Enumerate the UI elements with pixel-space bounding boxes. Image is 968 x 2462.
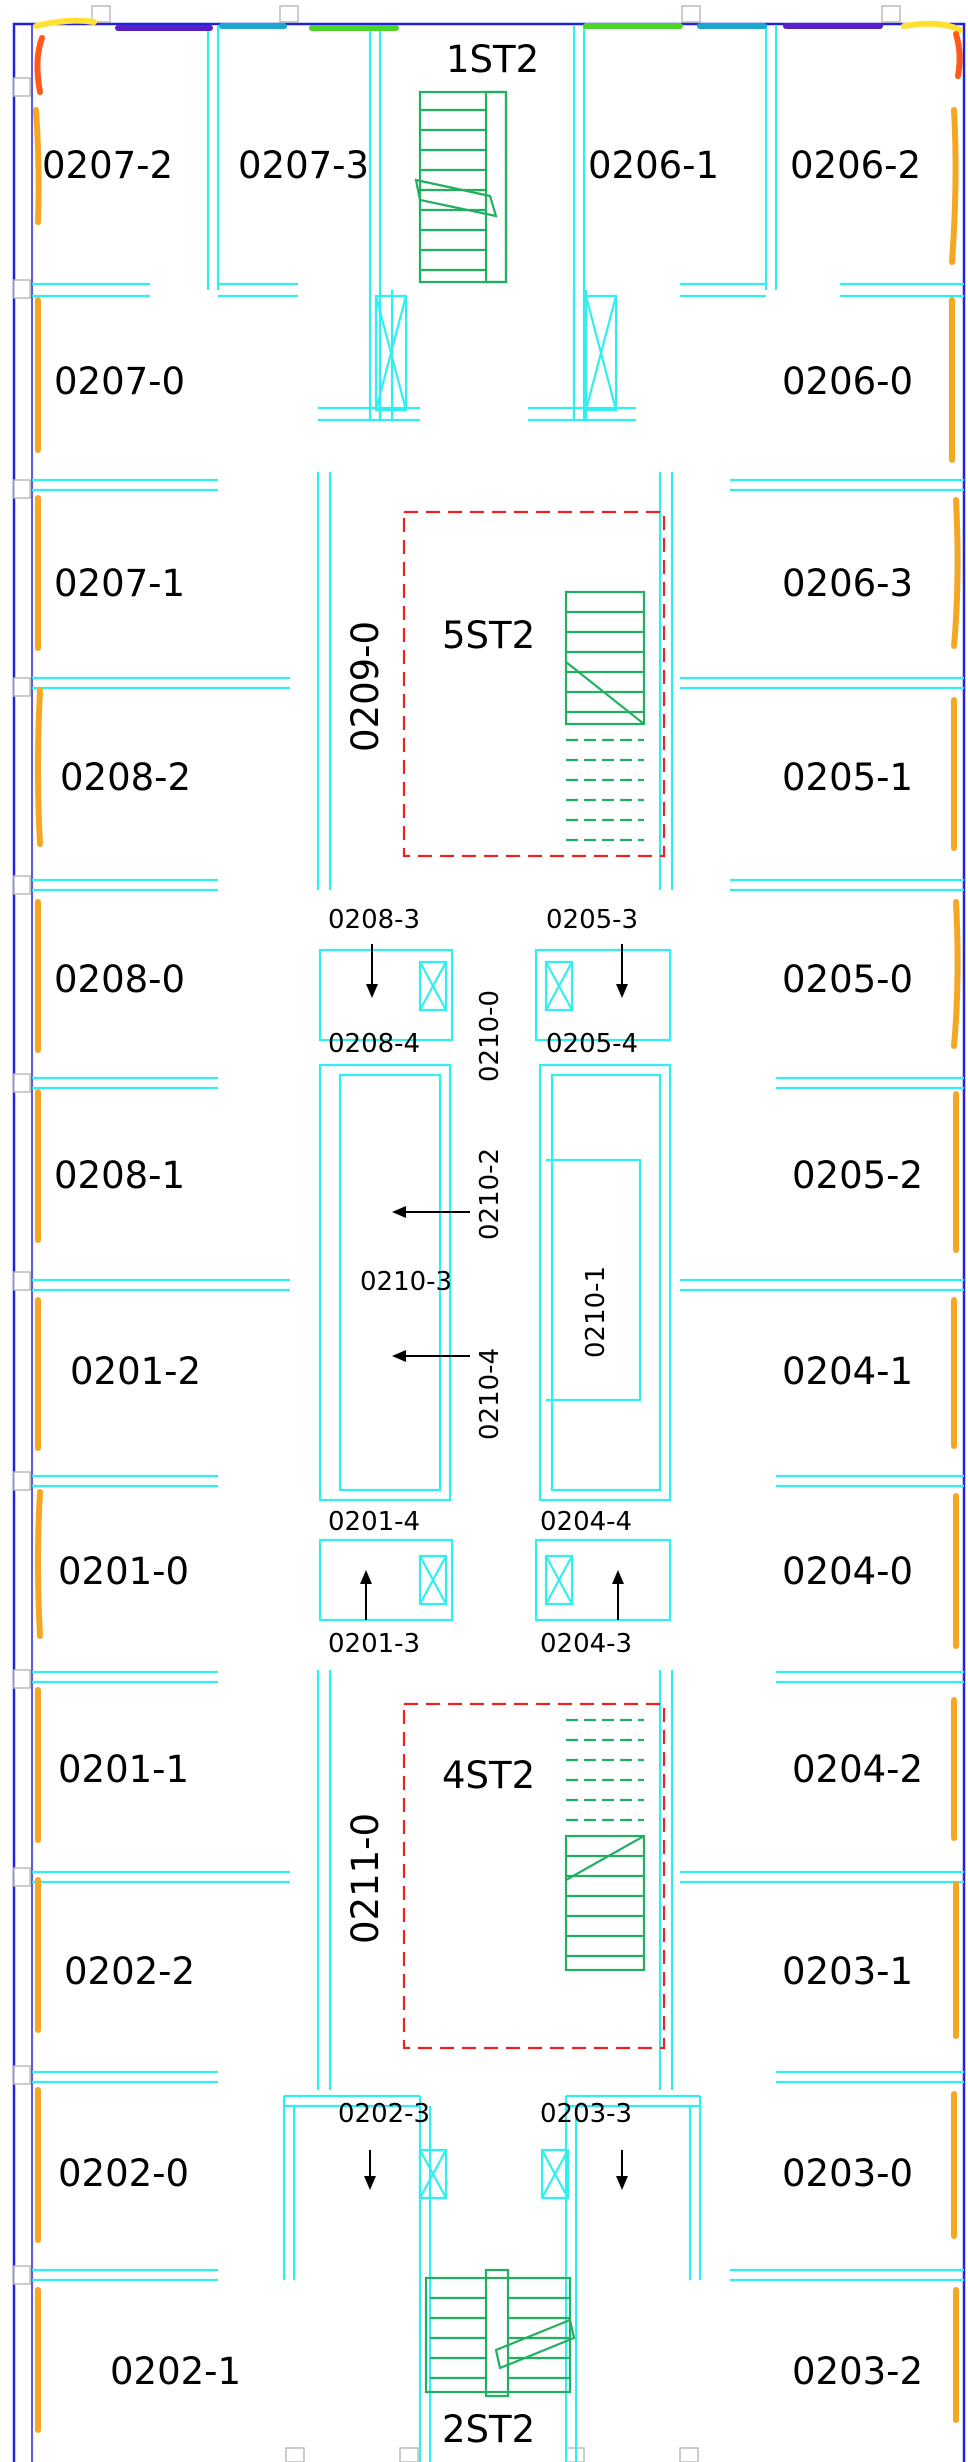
- room-label: 0204-2: [792, 1748, 923, 1791]
- room-label: 0205-2: [792, 1154, 923, 1197]
- room-label: 0201-0: [58, 1550, 189, 1593]
- room-label: 0201-1: [58, 1748, 189, 1791]
- room-label: 0208-1: [54, 1154, 185, 1197]
- arrows: [360, 944, 628, 2190]
- small-room-label: 0201-3: [328, 1629, 420, 1659]
- room-label: 0208-2: [60, 756, 191, 799]
- small-room-label: 0204-4: [540, 1507, 632, 1537]
- room-label: 0202-2: [64, 1950, 195, 1993]
- stair-top: [414, 90, 508, 284]
- room-label: 0207-2: [42, 144, 173, 187]
- corridor-label: 0210-0: [475, 990, 505, 1082]
- room-label: 0203-0: [782, 2152, 913, 2195]
- stair-5: [564, 590, 646, 842]
- room-label: 0208-0: [54, 958, 185, 1001]
- corridor-label: 0209-0: [344, 621, 387, 752]
- small-room-label: 0205-4: [546, 1029, 638, 1059]
- room-label: 0203-2: [792, 2350, 923, 2393]
- room-label: 0202-0: [58, 2152, 189, 2195]
- corridor-label: 0210-1: [581, 1266, 611, 1358]
- stair-label-2st2: 2ST2: [442, 2408, 535, 2451]
- stair-label-5st2: 5ST2: [442, 614, 535, 657]
- corridor-label: 0210-4: [475, 1348, 505, 1440]
- room-label: 0206-2: [790, 144, 921, 187]
- small-room-label: 0203-3: [540, 2099, 632, 2129]
- small-room-label: 0202-3: [338, 2099, 430, 2129]
- small-room-label: 0204-3: [540, 1629, 632, 1659]
- dashed-outlines: [402, 510, 666, 2050]
- room-label: 0205-0: [782, 958, 913, 1001]
- corridor-label: 0210-2: [475, 1148, 505, 1240]
- room-label: 0204-0: [782, 1550, 913, 1593]
- room-label: 0205-1: [782, 756, 913, 799]
- stair-bottom: [424, 2268, 576, 2398]
- room-label: 0206-1: [588, 144, 719, 187]
- small-room-label: 0201-4: [328, 1507, 420, 1537]
- room-label: 0207-1: [54, 562, 185, 605]
- walls: [32, 26, 964, 2462]
- stair-label-4st2: 4ST2: [442, 1754, 535, 1797]
- corridor-label: 0211-0: [344, 1813, 387, 1944]
- small-room-label: 0210-3: [360, 1267, 452, 1297]
- small-room-label: 0208-4: [328, 1029, 420, 1059]
- small-room-label: 0208-3: [328, 905, 420, 935]
- building-outline: [12, 22, 966, 2462]
- stair-4: [564, 1718, 646, 1972]
- room-label: 0203-1: [782, 1950, 913, 1993]
- small-room-label: 0205-3: [546, 905, 638, 935]
- edge-marks: [33, 17, 963, 2433]
- wall-posts: [13, 5, 901, 2462]
- room-label: 0207-3: [238, 144, 369, 187]
- stair-label-1st2: 1ST2: [446, 38, 539, 81]
- room-label: 0206-3: [782, 562, 913, 605]
- room-label: 0207-0: [54, 360, 185, 403]
- room-label: 0202-1: [110, 2350, 241, 2393]
- room-label: 0206-0: [782, 360, 913, 403]
- room-label: 0204-1: [782, 1350, 913, 1393]
- room-label: 0201-2: [70, 1350, 201, 1393]
